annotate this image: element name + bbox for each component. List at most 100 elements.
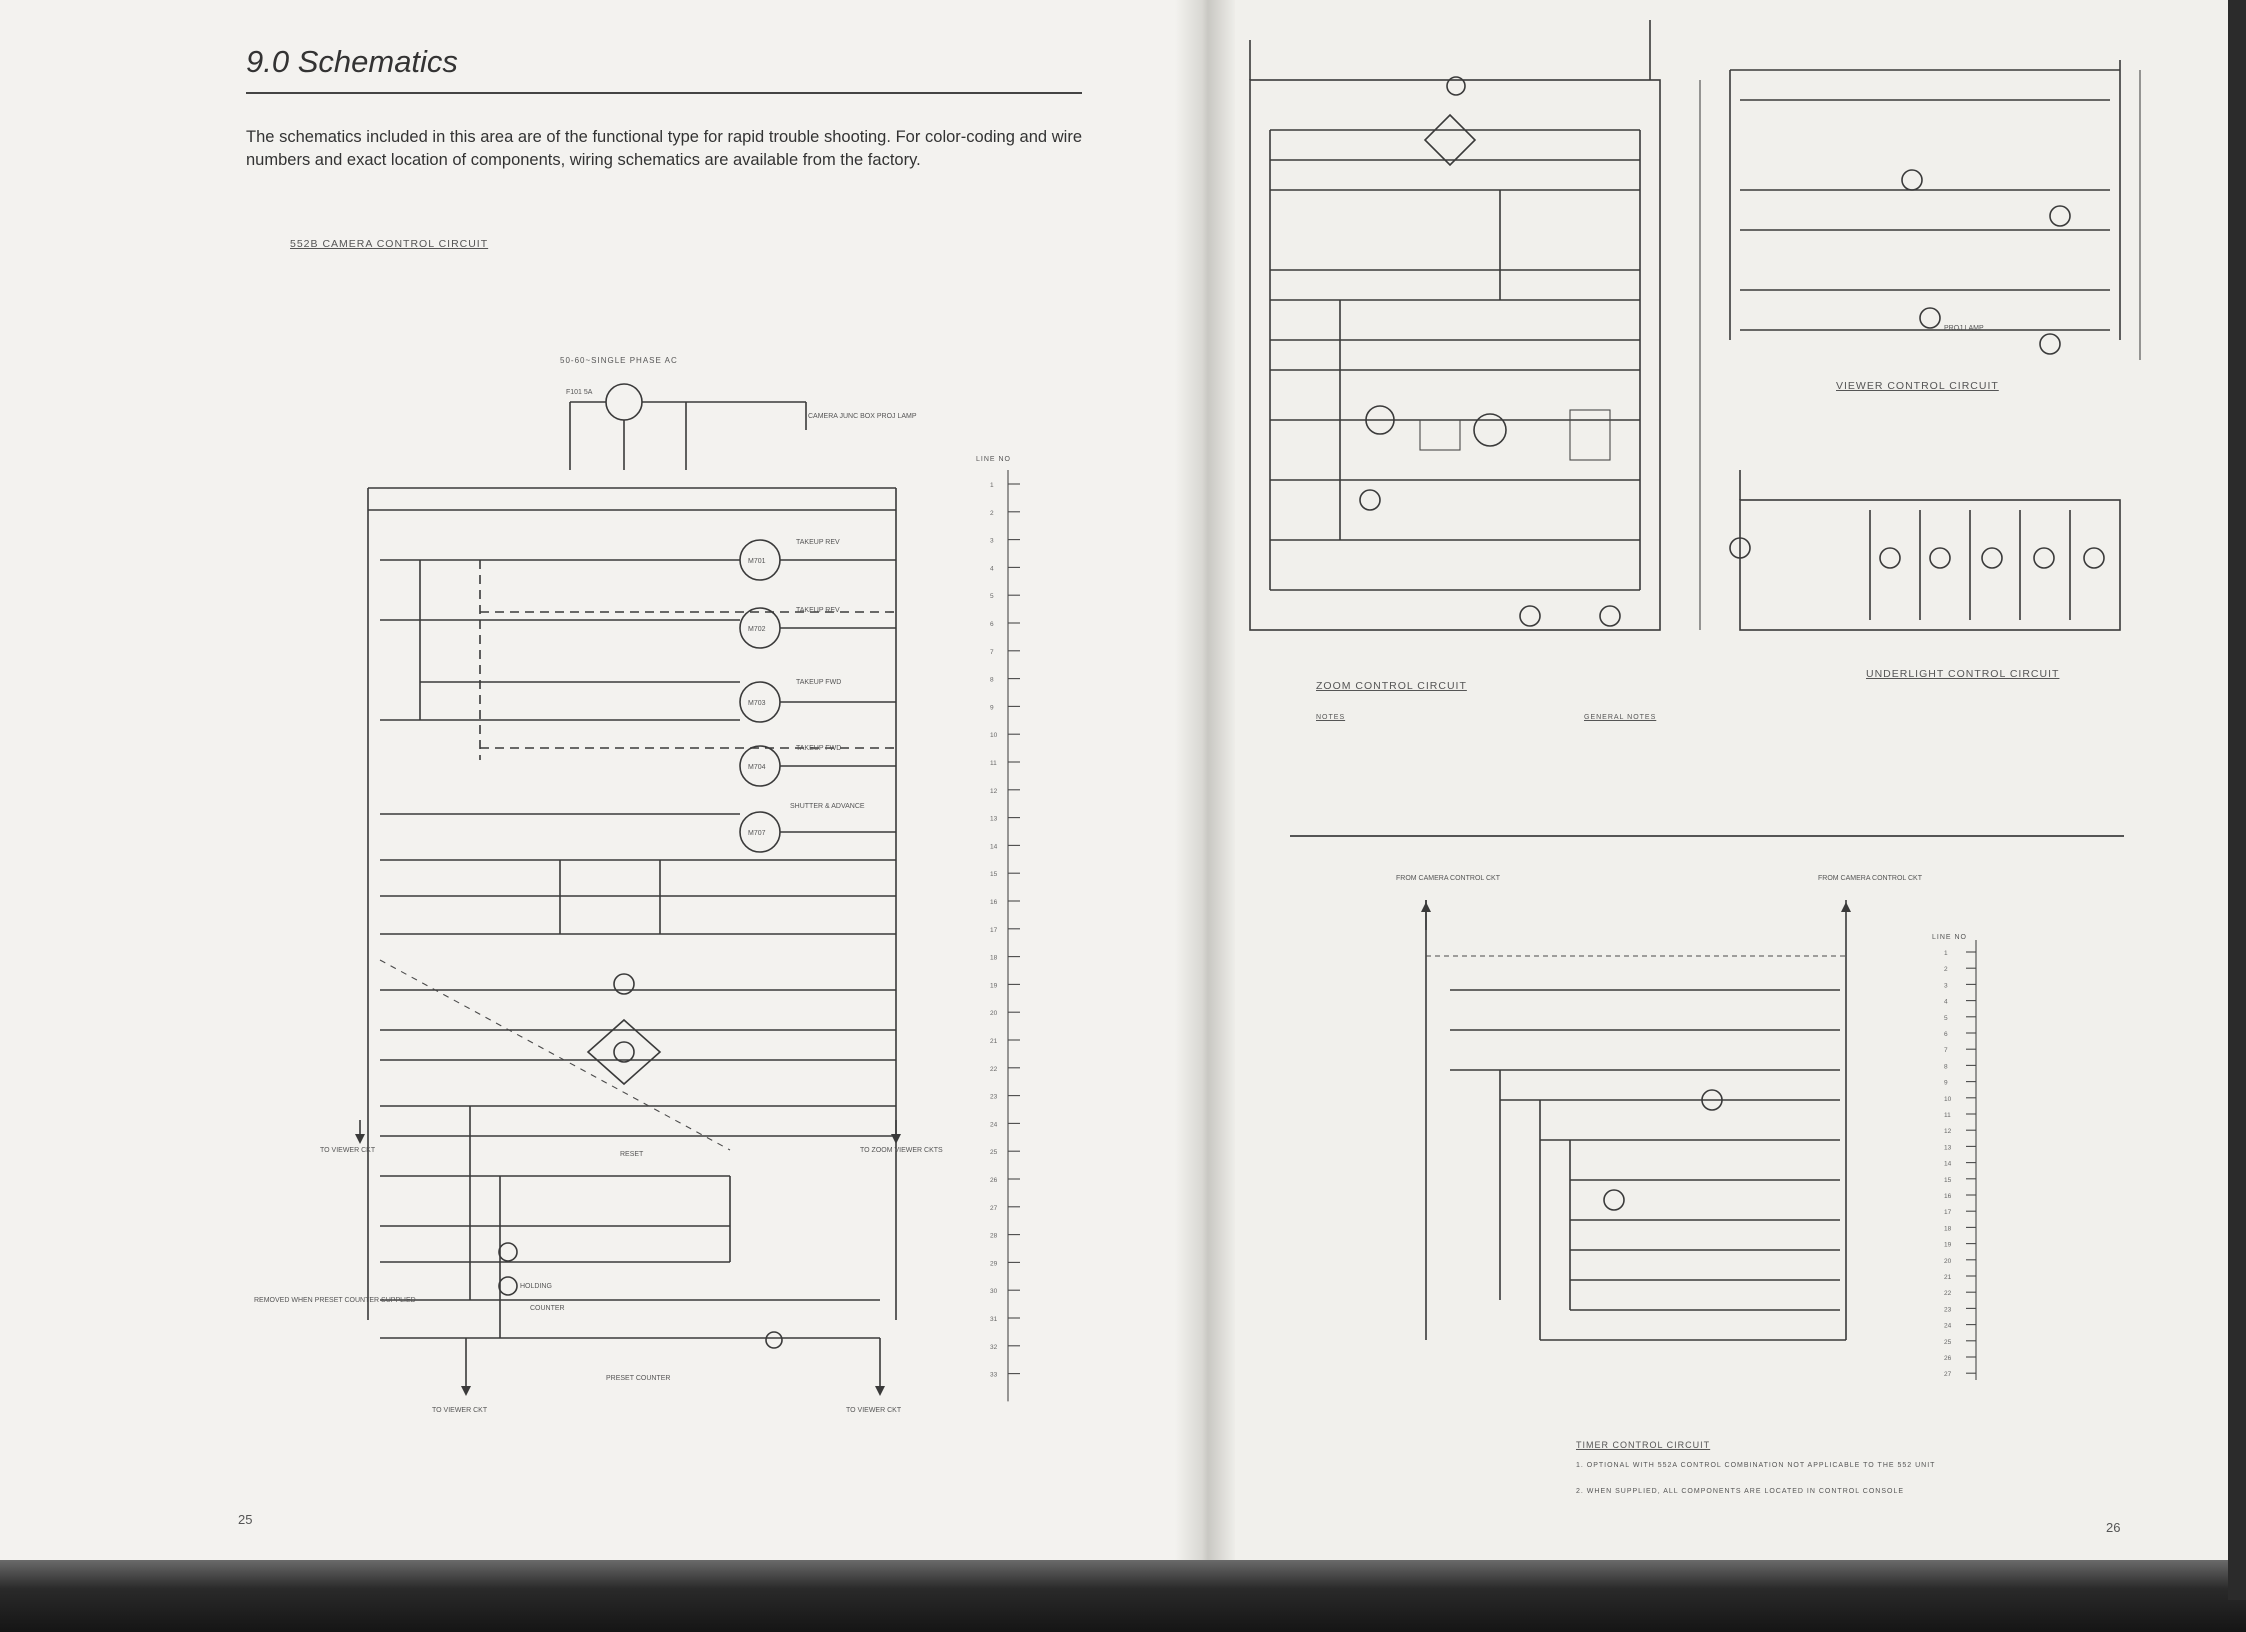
general-notes-label: GENERAL NOTES: [1584, 714, 1657, 721]
f101-label: F101 5A: [566, 389, 593, 396]
line-number-label: 19: [990, 982, 998, 989]
line-number-label: 16: [1944, 1193, 1952, 1200]
to-zoom-viewer-label: TO ZOOM VIEWER CKTS: [860, 1147, 943, 1154]
line-number-label: 29: [990, 1260, 998, 1267]
line-number-label: 14: [990, 843, 998, 850]
section-title: 9.0 Schematics: [246, 44, 458, 79]
line-number-label: 14: [1944, 1161, 1952, 1168]
proj-lamp-label: PROJ LAMP: [1944, 325, 1984, 332]
page-number-left: 25: [238, 1512, 253, 1527]
line-number-label: 11: [990, 760, 997, 767]
line-number-label: 12: [990, 788, 998, 795]
holding-label: HOLDING: [520, 1283, 552, 1290]
line-number-label: 4: [990, 565, 994, 572]
timer-note-2: 2. WHEN SUPPLIED, ALL COMPONENTS ARE LOC…: [1576, 1488, 1905, 1495]
line-number-label: 23: [1944, 1306, 1952, 1313]
line-number-label: 26: [1944, 1355, 1952, 1362]
zoom-circuit-caption: ZOOM CONTROL CIRCUIT: [1316, 680, 1467, 692]
camera-junc-label: CAMERA JUNC BOX PROJ LAMP: [808, 413, 917, 420]
line-number-label: 31: [990, 1316, 998, 1323]
line-number-label: 18: [990, 955, 998, 962]
right-page: [1200, 0, 2246, 1580]
line-number-label: 16: [990, 899, 998, 906]
line-number-label: 8: [990, 677, 994, 684]
line-number-label: 8: [1944, 1063, 1948, 1070]
line-number-label: 11: [1944, 1112, 1951, 1119]
from-camera-label-right: FROM CAMERA CONTROL CKT: [1818, 875, 1923, 882]
takeup-rev-2-label: TAKEUP REV: [796, 607, 840, 614]
m707-label: M707: [748, 830, 766, 837]
power-label: 50-60~SINGLE PHASE AC: [560, 356, 678, 365]
timer-control-schematic: [1421, 900, 1977, 1380]
line-number-label: 13: [990, 816, 998, 823]
line-number-label: 15: [990, 871, 998, 878]
shutter-label: SHUTTER & ADVANCE: [790, 803, 865, 810]
takeup-rev-1-label: TAKEUP REV: [796, 539, 840, 546]
line-no-label-left: LINE NO: [976, 456, 1012, 463]
counter-label: COUNTER: [530, 1305, 565, 1312]
from-camera-label-left: FROM CAMERA CONTROL CKT: [1396, 875, 1501, 882]
line-number-label: 27: [990, 1205, 998, 1212]
book-spread: [0, 0, 2246, 1580]
m702-label: M702: [748, 626, 766, 633]
line-number-label: 7: [1944, 1047, 1948, 1054]
line-number-label: 19: [1944, 1242, 1952, 1249]
takeup-fwd-1-label: TAKEUP FWD: [796, 679, 841, 686]
line-number-label: 7: [990, 649, 994, 656]
line-number-label: 3: [990, 538, 994, 545]
line-number-label: 27: [1944, 1371, 1952, 1378]
line-number-column-timer: 1234567891011121314151617181920212223242…: [1944, 950, 1976, 1378]
bridge-rectifier: [586, 1018, 662, 1086]
line-number-label: 15: [1944, 1177, 1952, 1184]
line-number-label: 10: [1944, 1096, 1952, 1103]
line-number-label: 2: [1944, 966, 1948, 973]
line-number-label: 2: [990, 510, 994, 517]
line-number-label: 25: [990, 1149, 998, 1156]
line-number-label: 20: [1944, 1258, 1952, 1265]
line-number-label: 13: [1944, 1144, 1952, 1151]
line-number-label: 25: [1944, 1339, 1952, 1346]
line-number-label: 20: [990, 1010, 998, 1017]
bottom-shadow: [0, 1560, 2246, 1632]
underlight-control-schematic: [1729, 470, 2121, 631]
to-viewer-label-bottom-right: TO VIEWER CKT: [846, 1407, 902, 1414]
intro-paragraph: The schematics included in this area are…: [246, 128, 1082, 169]
removed-when-label: REMOVED WHEN PRESET COUNTER SUPPLIED: [254, 1297, 416, 1304]
m703-label: M703: [748, 700, 766, 707]
book-spine: [1175, 0, 1235, 1580]
line-number-label: 4: [1944, 999, 1948, 1006]
viewer-circuit-caption: VIEWER CONTROL CIRCUIT: [1836, 380, 1999, 392]
underlight-circuit-caption: UNDERLIGHT CONTROL CIRCUIT: [1866, 668, 2060, 680]
line-number-label: 10: [990, 732, 998, 739]
m701-label: M701: [748, 558, 766, 565]
line-number-label: 9: [990, 704, 994, 711]
to-viewer-label-bottom: TO VIEWER CKT: [432, 1407, 488, 1414]
line-number-label: 26: [990, 1177, 998, 1184]
right-edge: [2228, 0, 2246, 1600]
line-number-label: 24: [990, 1121, 998, 1128]
line-number-label: 9: [1944, 1080, 1948, 1087]
line-number-label: 17: [990, 927, 998, 934]
timer-note-1: 1. OPTIONAL WITH 552A CONTROL COMBINATIO…: [1576, 1462, 1936, 1469]
line-no-label-zoom: LINE NO: [1932, 934, 1968, 941]
line-number-label: 1: [1944, 950, 1948, 957]
viewer-control-schematic: [1729, 60, 2141, 360]
camera-circuit-caption: 552B CAMERA CONTROL CIRCUIT: [290, 238, 489, 250]
line-number-label: 6: [990, 621, 994, 628]
line-number-label: 22: [990, 1066, 998, 1073]
line-number-label: 28: [990, 1233, 998, 1240]
line-number-label: 6: [1944, 1031, 1948, 1038]
left-page: [0, 0, 1200, 1580]
line-number-column-left: 1234567891011121314151617181920212223242…: [990, 470, 1020, 1402]
line-number-label: 32: [990, 1344, 998, 1351]
line-number-label: 12: [1944, 1128, 1952, 1135]
zoom-control-schematic: [1249, 20, 1661, 631]
line-number-label: 17: [1944, 1209, 1952, 1216]
line-number-label: 18: [1944, 1225, 1952, 1232]
line-number-label: 5: [990, 593, 994, 600]
takeup-fwd-2-label: TAKEUP FWD: [796, 745, 841, 752]
line-number-label: 5: [1944, 1015, 1948, 1022]
line-number-label: 21: [1944, 1274, 1952, 1281]
